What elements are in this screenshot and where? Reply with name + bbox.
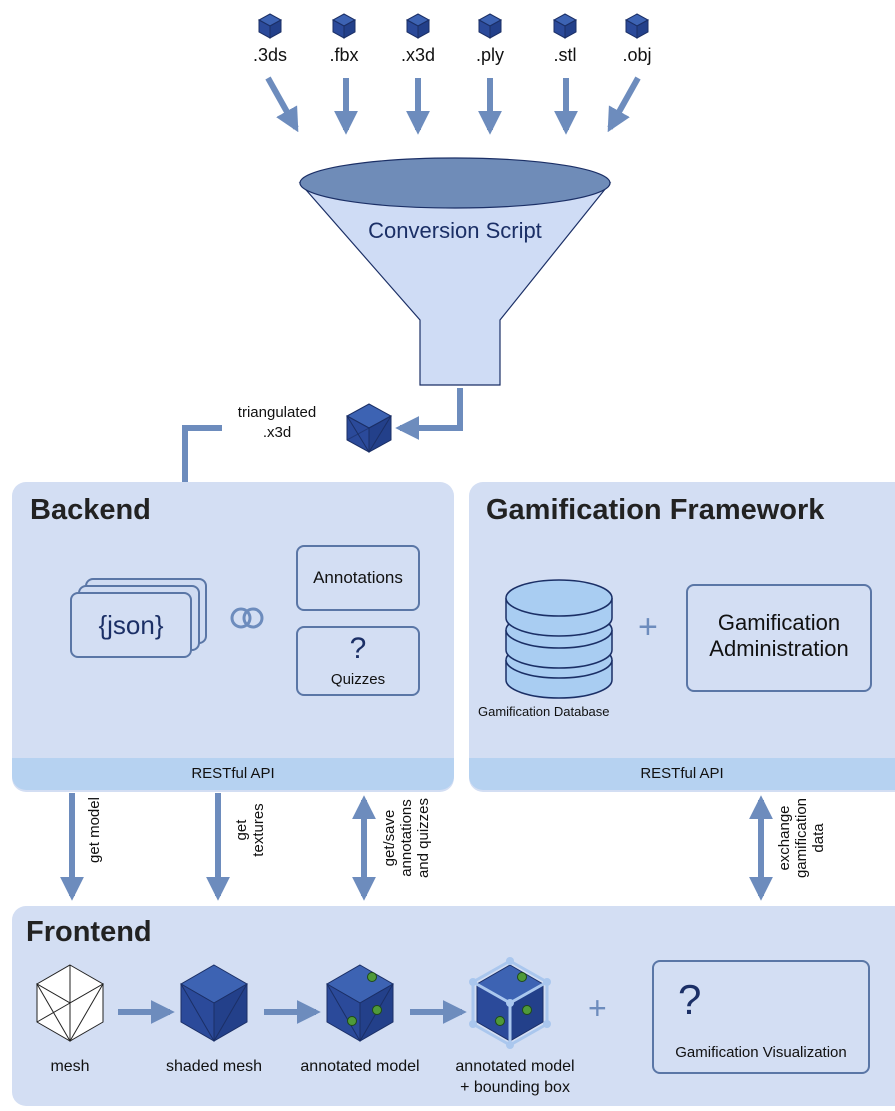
file-cube-icon [625, 13, 649, 39]
file-cube-icon [478, 13, 502, 39]
database-label: Gamification Database [478, 704, 610, 719]
funnel-label: Conversion Script [368, 218, 542, 243]
file-cube-icon [406, 13, 430, 39]
file-cube-icon [332, 13, 356, 39]
visualization-label: Gamification Visualization [675, 1044, 847, 1061]
admin-box: Gamification Administration [686, 584, 872, 692]
step-bbox-label-1: annotated model [455, 1058, 575, 1075]
triangulated-label: triangulated [237, 404, 317, 421]
triangulated-ext: .x3d [262, 424, 292, 441]
plus-sign: + [638, 608, 658, 646]
format-label: .stl [553, 45, 577, 65]
get-model-label: get model [86, 797, 103, 863]
admin-label-line2: Administration [709, 636, 849, 661]
backend-title: Backend [30, 494, 151, 526]
exchange-label: exchange gamification data [776, 797, 827, 879]
frontend-plus-sign: + [588, 990, 607, 1026]
format-label: .3ds [252, 45, 288, 65]
gamification-title: Gamification Framework [486, 494, 825, 526]
question-icon: ? [349, 632, 367, 665]
triangulated-cube-icon [345, 403, 393, 453]
annotations-label: Annotations [313, 568, 403, 587]
format-label: .fbx [329, 45, 359, 65]
step-bbox-label-2: + bounding box [460, 1079, 570, 1096]
get-save-label: get/save annotations and quizzes [381, 797, 432, 879]
admin-label-line1: Gamification [717, 610, 841, 635]
step-annotated-label: annotated model [300, 1058, 420, 1075]
json-card: {json} [70, 592, 192, 658]
format-label: .obj [622, 45, 652, 65]
step-mesh-label: mesh [50, 1058, 90, 1075]
get-textures-label: get textures [233, 803, 267, 857]
annotations-box: Annotations [296, 545, 420, 611]
file-cube-icon [258, 13, 282, 39]
funnel-output-arrow [395, 388, 463, 440]
format-arrows [265, 76, 641, 135]
funnel-body [298, 182, 612, 386]
file-cube-icon [553, 13, 577, 39]
format-label: .ply [475, 45, 504, 65]
json-label: {json} [98, 609, 164, 640]
step-shaded-label: shaded mesh [165, 1058, 263, 1075]
quizzes-label: Quizzes [330, 671, 386, 688]
frontend-title: Frontend [26, 916, 152, 948]
quizzes-box: ? Quizzes [296, 626, 420, 696]
funnel-top [299, 157, 611, 209]
backend-api-band: RESTful API [12, 758, 454, 790]
format-label: .x3d [400, 45, 436, 65]
visualization-question-icon: ? [678, 976, 702, 1023]
visualization-box: ? Gamification Visualization [652, 960, 870, 1074]
gamification-api-band: RESTful API [469, 758, 895, 790]
